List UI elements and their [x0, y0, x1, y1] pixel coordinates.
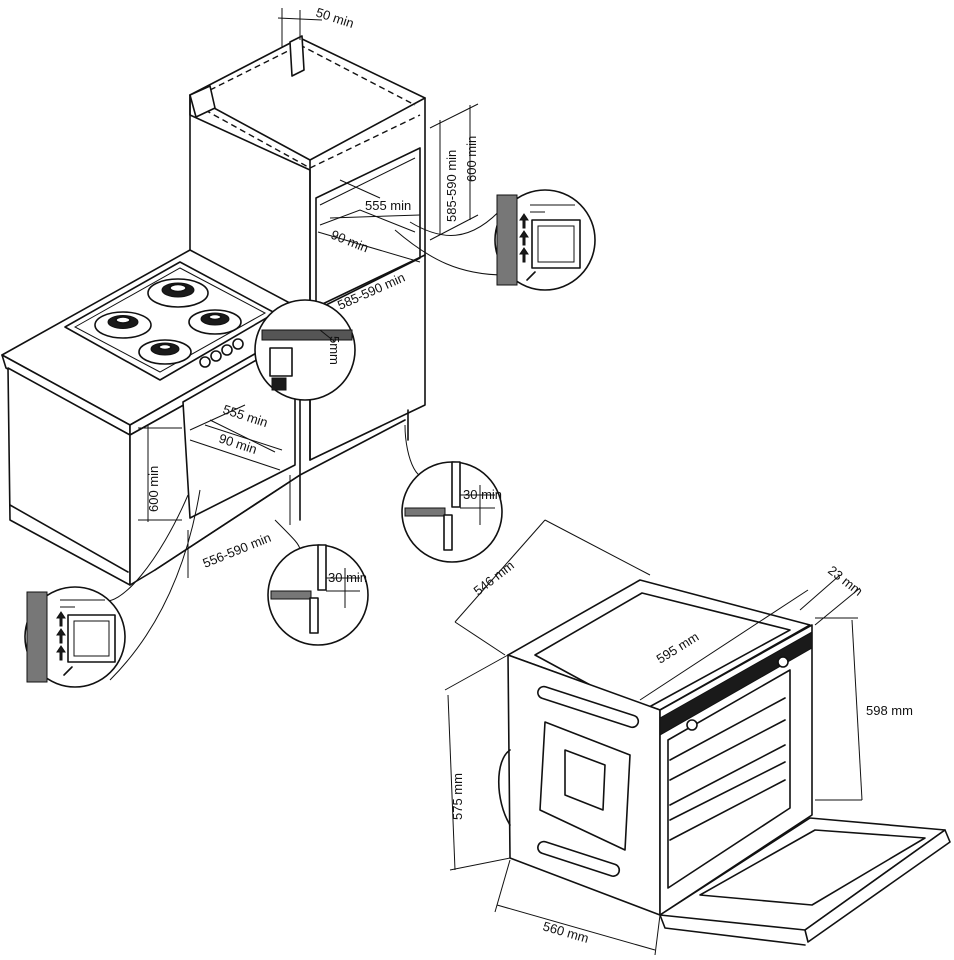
- dim-plinth-gap-left: 30 min: [328, 570, 367, 585]
- gas-hob: [64, 261, 276, 381]
- burner-rear: [147, 278, 209, 308]
- built-in-oven: [497, 579, 951, 946]
- vent-callout-tall: [394, 189, 596, 291]
- burner-front: [138, 339, 192, 365]
- dim-tall-depth-555: 555 min: [365, 198, 411, 213]
- dim-oven-depth: 546 mm: [471, 558, 517, 599]
- burner-left: [94, 311, 152, 339]
- burner-right: [188, 309, 242, 335]
- dim-base-height-600: 600 min: [146, 466, 161, 512]
- dim-base-width: 556-590 min: [201, 530, 274, 571]
- airflow-arrows-base: [56, 611, 73, 676]
- dim-oven-width-bottom: 560 mm: [541, 918, 590, 945]
- dim-tall-height-600: 600 min: [464, 136, 479, 182]
- dim-oven-panel: 23 mm: [825, 563, 866, 599]
- plinth-callout-right: 30 min: [401, 424, 503, 563]
- dim-hob-gap: 5mm: [327, 336, 342, 365]
- dim-rear-gap: 50 min: [314, 5, 356, 31]
- tall-cabinet: [189, 35, 426, 461]
- airflow-arrows: [519, 213, 536, 281]
- dim-oven-height-side: 575 mm: [450, 773, 465, 820]
- dim-plinth-gap-right: 30 min: [463, 487, 502, 502]
- plinth-callout-left: 30 min: [267, 519, 369, 646]
- control-knobs: [199, 338, 244, 368]
- dim-tall-height-585: 585-590 min: [444, 150, 459, 222]
- hob-detail-callout: 5mm: [254, 299, 356, 401]
- vent-callout-base: [24, 489, 201, 688]
- dim-oven-height-front: 598 mm: [866, 703, 913, 718]
